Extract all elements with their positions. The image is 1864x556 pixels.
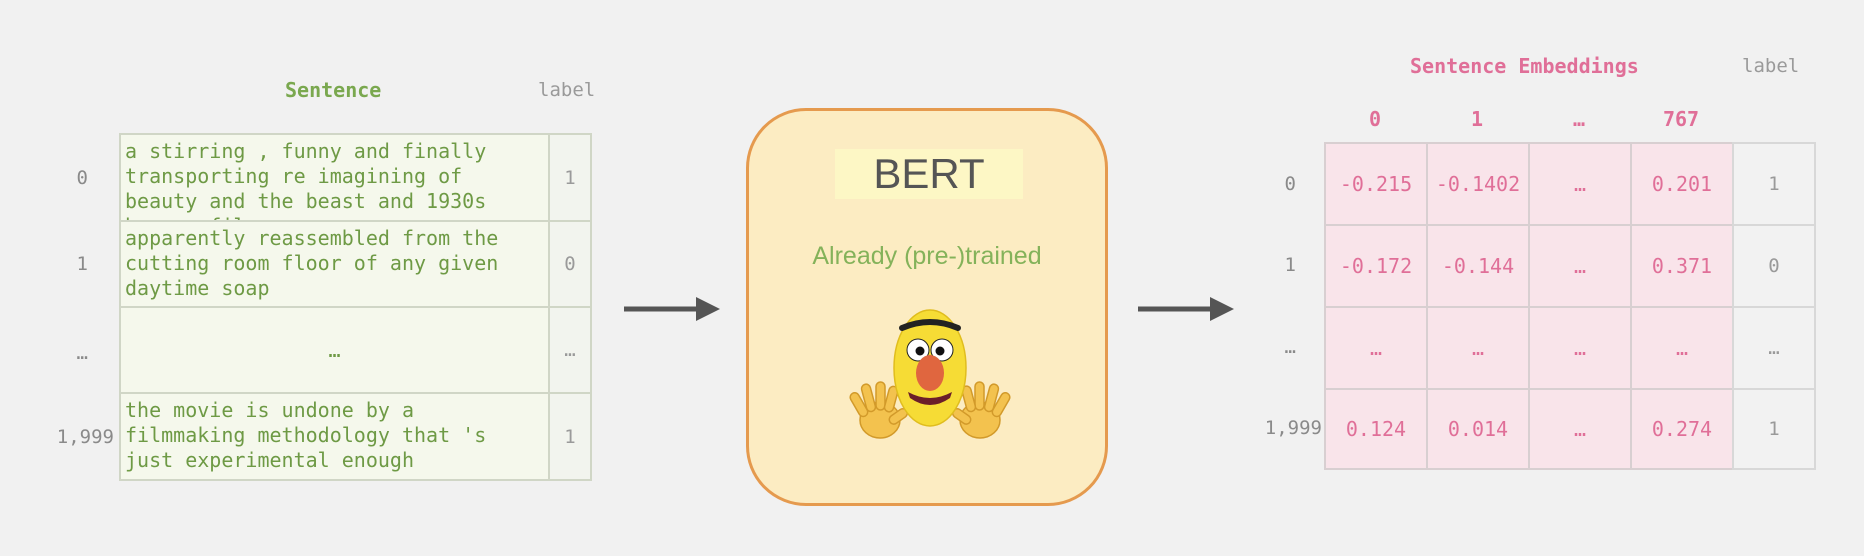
bert-muppet-waving-icon — [849, 309, 1011, 439]
embedding-cell: 0.201 — [1630, 142, 1734, 226]
embedding-cell: … — [1528, 306, 1632, 390]
arrow-to-embeddings-icon — [1138, 297, 1234, 321]
embedding-cell: … — [1630, 306, 1734, 390]
label-cell: 0 — [548, 220, 592, 308]
label-cell: 0 — [1732, 224, 1816, 308]
embedding-cell: … — [1426, 306, 1530, 390]
row-index: 1 — [76, 253, 88, 275]
sentence-cell: … — [119, 306, 550, 394]
row-index: 0 — [1284, 173, 1296, 195]
embedding-cell: 0.274 — [1630, 388, 1734, 470]
label-cell: 1 — [548, 392, 592, 481]
embedding-column-header: 1 — [1470, 107, 1484, 131]
embedding-cell: -0.215 — [1324, 142, 1428, 226]
sentence-column-header: Sentence — [285, 78, 382, 102]
label-cell: 1 — [1732, 142, 1816, 226]
label-column-header: label — [538, 79, 596, 101]
embedding-cell: -0.1402 — [1426, 142, 1530, 226]
row-index: 1,999 — [1264, 417, 1322, 439]
embedding-column-header: 0 — [1368, 107, 1382, 131]
embedding-cell: … — [1528, 388, 1632, 470]
row-index: … — [76, 342, 88, 364]
row-index: … — [1284, 336, 1296, 358]
bert-title: BERT — [835, 149, 1023, 199]
row-index: 0 — [76, 167, 88, 189]
arrow-to-bert-icon — [624, 297, 720, 321]
embedding-column-header: 767 — [1662, 107, 1700, 131]
embedding-cell: … — [1528, 224, 1632, 308]
label-cell: 1 — [1732, 388, 1816, 470]
sentence-embeddings-title: Sentence Embeddings — [1410, 54, 1639, 78]
embedding-cell: 0.014 — [1426, 388, 1530, 470]
embedding-cell: … — [1528, 142, 1632, 226]
embedding-cell: -0.172 — [1324, 224, 1428, 308]
row-index: 1,999 — [56, 426, 114, 448]
embedding-column-header: … — [1572, 107, 1586, 131]
label-cell: … — [1732, 306, 1816, 390]
embedding-cell: 0.371 — [1630, 224, 1734, 308]
label-cell: … — [548, 306, 592, 394]
label-cell: 1 — [548, 133, 592, 222]
embedding-cell: -0.144 — [1426, 224, 1530, 308]
embedding-cell: … — [1324, 306, 1428, 390]
label-column-header: label — [1742, 55, 1800, 77]
sentence-cell: apparently reassembled from the cutting … — [119, 220, 550, 308]
row-index: 1 — [1284, 254, 1296, 276]
embedding-cell: 0.124 — [1324, 388, 1428, 470]
bert-subtitle: Already (pre-)trained — [812, 242, 1042, 270]
sentence-cell: a stirring , funny and finally transport… — [119, 133, 550, 222]
sentence-cell: the movie is undone by a filmmaking meth… — [119, 392, 550, 481]
